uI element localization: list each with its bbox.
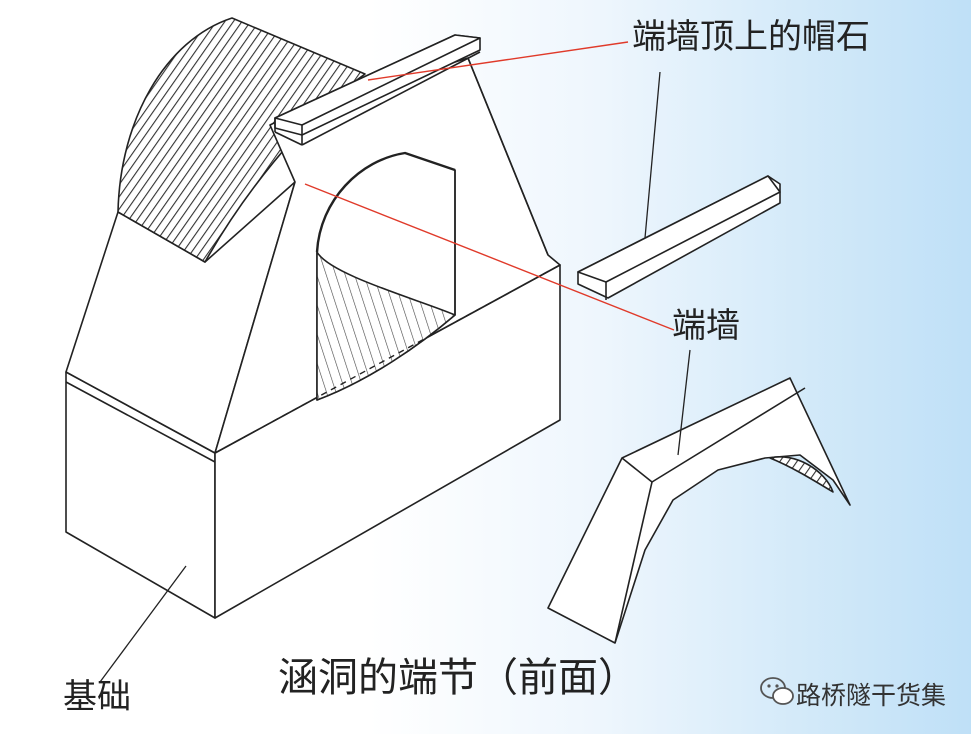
end-wall-detached — [547, 377, 851, 644]
label-foundation: 基础 — [63, 677, 131, 717]
watermark: 路桥隧干货集 — [752, 676, 946, 712]
leader-endwall-black — [677, 349, 691, 456]
wechat-icon — [760, 677, 794, 705]
wall-edge-right — [467, 57, 549, 256]
coping-stone-assembled — [274, 34, 481, 146]
diagram-caption: 涵洞的端节（前面） — [278, 655, 638, 701]
end-wall — [65, 17, 561, 454]
coping-stone-detached — [577, 175, 781, 300]
label-coping-stone: 端墙顶上的帽石 — [632, 17, 870, 57]
label-end-wall: 端墙 — [672, 306, 740, 346]
watermark-text: 路桥隧干货集 — [796, 681, 947, 710]
leader-foundation — [99, 565, 187, 683]
leader-endwall-red — [304, 183, 675, 331]
leader-coping-red — [367, 41, 629, 81]
leader-coping-black — [644, 71, 661, 239]
